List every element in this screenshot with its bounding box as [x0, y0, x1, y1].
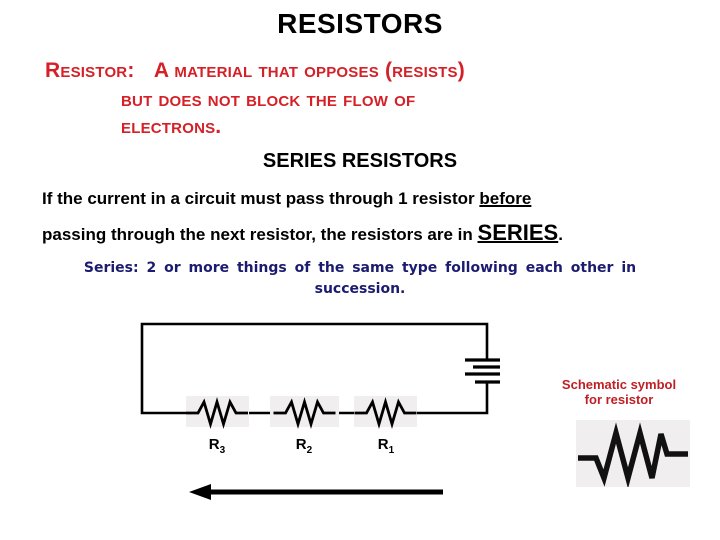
body-text: passing through the next resistor, the r… [42, 225, 473, 244]
resistor-label-subscript: 1 [388, 445, 395, 456]
resistor-label-base: R [377, 436, 389, 453]
definition-label: Resistor: [45, 59, 135, 82]
body-paragraph-line-1: If the current in a circuit must pass th… [42, 189, 531, 209]
battery-icon [465, 358, 500, 384]
subtitle-series-resistors: SERIES RESISTORS [262, 150, 458, 172]
definition-text: A material that opposes (resists) [153, 59, 465, 82]
note-line-2: succession. [314, 281, 406, 297]
flow-direction-arrow [189, 484, 443, 500]
resistor-label-base: R [208, 436, 220, 453]
period: . [558, 225, 563, 244]
arrow-head-icon [189, 484, 211, 500]
resistor-zigzag-icon [273, 397, 336, 429]
resistor-symbol-icon [578, 422, 688, 487]
resistor-definition-line-1: Resistor: A material that opposes (resis… [45, 59, 465, 83]
resistor-label-r1: R1 [378, 436, 394, 456]
resistor-symbol-image [576, 420, 690, 487]
circuit-diagram [140, 322, 500, 429]
resistor-definition-line-3: electrons. [121, 115, 222, 138]
series-emphasis: SERIES [477, 220, 559, 245]
resistor-label-subscript: 2 [306, 445, 313, 456]
resistor-zigzag-icon [186, 397, 248, 429]
resistor-label-r3: R3 [209, 436, 225, 456]
body-paragraph-line-2: passing through the next resistor, the r… [42, 220, 563, 246]
schematic-caption: Schematic symbol for resistor [562, 377, 676, 407]
resistor-definition-line-2: but does not block the flow of [121, 88, 416, 111]
resistor-label-subscript: 3 [219, 445, 226, 456]
caption-line-1: Schematic symbol [561, 377, 677, 392]
body-text: If the current in a circuit must pass th… [42, 189, 475, 208]
slide-title: RESISTORS [277, 8, 443, 39]
resistor-label-base: R [295, 436, 307, 453]
series-note: Series: 2 or more things of the same typ… [0, 258, 720, 300]
underlined-word-before: before [479, 189, 532, 208]
resistor-label-r2: R2 [296, 436, 312, 456]
note-line-1: Series: 2 or more things of the same typ… [83, 260, 637, 276]
resistor-zigzag-icon [354, 397, 417, 429]
circuit-wire [140, 322, 489, 415]
caption-line-2: for resistor [584, 392, 654, 407]
